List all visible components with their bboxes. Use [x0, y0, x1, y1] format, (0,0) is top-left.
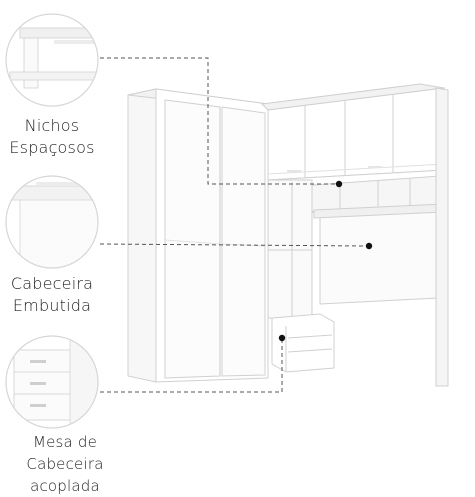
product-illustration: [5, 13, 449, 429]
label-mesa-line1: Mesa de Cabeceira: [26, 433, 104, 473]
bedside-column: [267, 179, 335, 373]
callout-line-headboard: [99, 243, 367, 247]
callout-line-bedside: [100, 340, 283, 393]
callout-dot-bedside: [278, 334, 286, 342]
callout-dot-headboard: [365, 242, 373, 250]
callout-lines: [99, 57, 367, 393]
wardrobe: [127, 88, 269, 383]
label-nichos: Nichos Espaçosos: [2, 115, 102, 159]
label-mesa: Mesa de Cabeceira acoplada: [0, 431, 130, 497]
callout-dot-niches: [335, 180, 343, 188]
label-cabeceira: Cabeceira Embutida: [2, 273, 102, 317]
label-mesa-line2: acoplada: [30, 477, 100, 495]
headboard-detail-circle: [5, 175, 99, 269]
niches-detail-circle: [5, 13, 99, 107]
label-nichos-line2: Espaçosos: [9, 138, 95, 157]
callout-line-niches: [100, 57, 338, 185]
bedside-table-detail-circle: [5, 335, 99, 429]
label-cabeceira-line1: Cabeceira: [10, 274, 94, 293]
headboard-panel: [313, 87, 449, 387]
overhead-cabinets: [260, 83, 445, 181]
label-nichos-line1: Nichos: [24, 116, 80, 135]
label-cabeceira-line2: Embutida: [12, 296, 92, 315]
